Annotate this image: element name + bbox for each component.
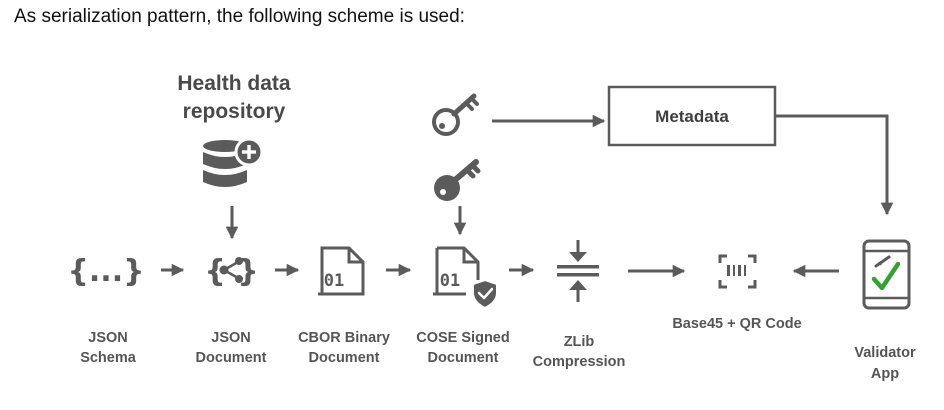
- repository-title-line1: Health data: [177, 72, 291, 95]
- cose-signed-document-icon: 01: [433, 246, 480, 296]
- step-label-json-document-2: Document: [196, 350, 267, 366]
- step-label-cbor-1: CBOR Binary: [298, 330, 390, 346]
- step-label-cbor-2: Document: [309, 350, 380, 366]
- svg-text:01: 01: [440, 271, 460, 291]
- shield-check-icon: [472, 278, 498, 310]
- step-label-json-schema-1: JSON: [88, 330, 128, 346]
- step-label-validator-2: App: [871, 366, 899, 382]
- phone-check-icon: [862, 239, 911, 310]
- step-label-cose-1: COSE Signed: [416, 330, 509, 346]
- key-outline-icon: [432, 93, 479, 136]
- qr-scan-icon: [718, 254, 757, 289]
- step-label-qr: Base45 + QR Code: [672, 316, 801, 332]
- intro-text: As serialization pattern, the following …: [14, 6, 465, 27]
- step-label-cose-2: Document: [428, 350, 499, 366]
- step-label-zlib-1: ZLib: [564, 334, 595, 350]
- metadata-box: [607, 85, 777, 147]
- database-plus-icon: [203, 137, 264, 187]
- arrow-metadata-to-validator: [776, 114, 894, 216]
- metadata-label: Metadata: [655, 107, 729, 126]
- cbor-document-icon: 01: [318, 246, 365, 296]
- step-label-json-schema-2: Schema: [80, 350, 137, 366]
- step-label-zlib-2: Compression: [533, 354, 626, 370]
- step-label-validator-1: Validator: [854, 345, 916, 361]
- step-label-json-document-1: JSON: [211, 330, 251, 346]
- json-document-icon: { }: [204, 254, 258, 289]
- json-braces-icon: {...}: [68, 254, 145, 289]
- svg-text:{: {: [204, 254, 225, 289]
- compression-icon: [557, 240, 599, 302]
- key-solid-icon: [434, 159, 481, 201]
- svg-text:01: 01: [324, 271, 344, 291]
- repository-title-line2: repository: [183, 100, 286, 123]
